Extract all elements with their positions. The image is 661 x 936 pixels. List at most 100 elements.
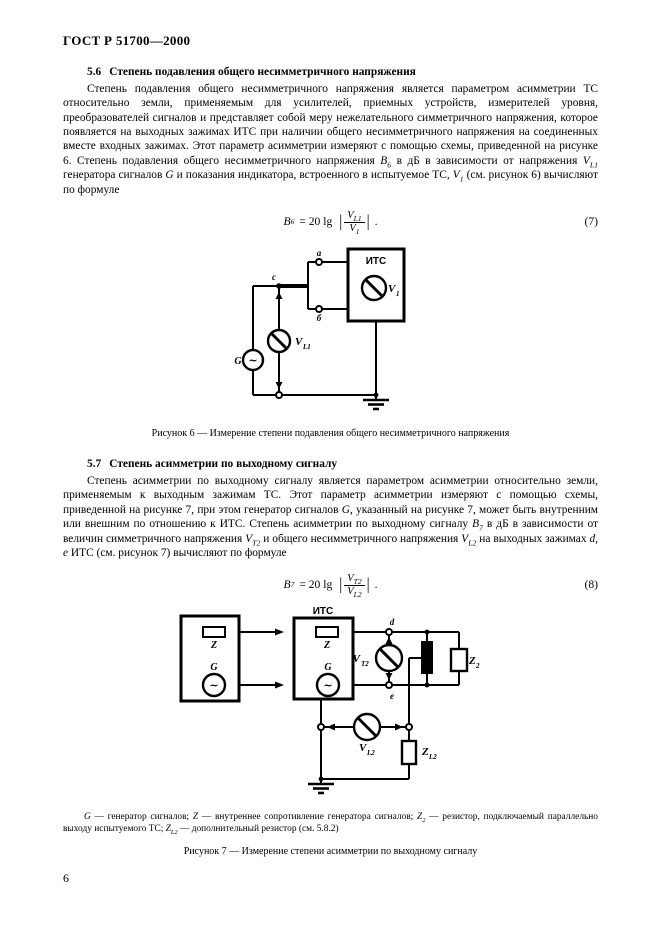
v1-label: V — [388, 283, 397, 295]
terminal-e-label: e — [390, 691, 394, 701]
formula-7-rbar: | — [366, 212, 370, 232]
formula-8-den-var: V — [347, 585, 354, 597]
arrow-up-icon — [275, 292, 282, 300]
voltmeter-v1-needle — [364, 279, 383, 298]
z-ext-resistor — [201, 626, 226, 639]
vt2-label: V — [352, 653, 361, 665]
generator-tilde: ~ — [248, 354, 257, 367]
z-int-resistor — [314, 626, 339, 639]
figure-7-caption: Рисунок 7 — Измерение степени асимметрии… — [183, 845, 478, 857]
figure-6-diagram: ~ ИТС V 1 V L1 G с а б — [234, 247, 405, 411]
formula-8-numerator: VT2 — [344, 573, 365, 587]
figure-6: ~ ИТС V 1 V L1 G с а б — [63, 243, 598, 419]
terminal-a-label: а — [316, 248, 321, 258]
page-number: 6 — [63, 870, 69, 885]
figure-7-diagram: ~ ~ — [179, 606, 480, 795]
g-ext-label: G — [210, 662, 218, 673]
figure-6-caption: Рисунок 6 — Измерение степени подавления… — [151, 428, 510, 440]
terminal-c-label: с — [272, 272, 276, 282]
terminal-bottom — [274, 391, 283, 400]
section-5-6-paragraph: Степень подавления общего несимметричног… — [63, 82, 598, 196]
junction-dot — [424, 682, 429, 688]
vl2-label-sub: L2 — [366, 749, 375, 757]
formula-7-tag: (7) — [584, 214, 598, 228]
terminal-d — [384, 628, 393, 637]
junction-c-dot — [275, 283, 282, 289]
arrow-down-icon — [385, 673, 392, 681]
formula-7-period: . — [374, 214, 378, 228]
formula-7-lbar: | — [339, 212, 343, 232]
voltmeter-vl1-needle — [270, 333, 287, 350]
balanced-resistor — [420, 641, 433, 675]
its-label: ИТС — [365, 256, 386, 267]
terminal-b-label: б — [316, 313, 321, 323]
gost-header: ГОСТ Р 51700—2000 — [63, 33, 191, 48]
arrow-up-icon — [385, 637, 392, 645]
voltmeter-vl2-needle — [356, 717, 377, 738]
section-5-7-number: 5.7 — [87, 458, 102, 471]
terminals — [316, 628, 429, 782]
g-int-label: G — [324, 662, 332, 673]
section-5-7-title: Степень асимметрии по выходному сигналу — [109, 458, 338, 471]
ground-junction-dot — [373, 392, 378, 398]
terminal-vl2-left — [316, 723, 325, 732]
section-5-7-paragraph: Степень асимметрии по выходному сигналу … — [63, 474, 599, 559]
ground-icon — [307, 779, 334, 795]
formula-7-num-sub: L1 — [353, 214, 362, 224]
generator-int-symbol — [315, 673, 340, 698]
formula-8-num-sub: T2 — [353, 577, 362, 587]
formula-7-denominator: V1 — [346, 223, 362, 235]
figure-7: ~ ~ — [63, 606, 598, 806]
ground-icon — [362, 395, 389, 411]
generator-ext-symbol — [201, 673, 226, 698]
formula-7-fraction: VL1 V1 — [344, 210, 365, 235]
zl2-label: Z — [421, 746, 429, 758]
terminal-e — [384, 681, 393, 690]
terminal-vl2-right — [404, 723, 413, 732]
generator-label: G — [234, 356, 242, 367]
formula-8-den-sub: L2 — [353, 589, 362, 599]
formula-8-lhs: B — [283, 578, 291, 592]
junction-dot — [424, 629, 429, 635]
z2-resistor — [449, 648, 468, 673]
generator-symbol — [241, 348, 264, 372]
figure-7-legend: G — генератор сигналов; Z — внутреннее с… — [63, 811, 598, 836]
v1-label-sub: 1 — [396, 290, 400, 298]
arrow-right-icon — [274, 628, 284, 636]
formula-8-lbar: | — [339, 575, 343, 595]
figure-6-wires — [251, 261, 377, 397]
formula-8-tag: (8) — [584, 578, 598, 592]
formula-7-den-sub: 1 — [355, 226, 360, 236]
terminals — [274, 258, 378, 400]
formula-8-rbar: | — [366, 575, 370, 595]
terminal-d-label: d — [389, 617, 394, 627]
generator-int-tilde: ~ — [323, 679, 332, 692]
vl2-label: V — [359, 742, 368, 754]
vl1-label-sub: L1 — [302, 343, 311, 351]
arrow-right-icon — [394, 723, 403, 731]
formula-7-num-var: V — [347, 210, 354, 222]
zl2-resistor — [400, 740, 417, 766]
z2-label-sub: 2 — [475, 662, 480, 670]
vl1-label: V — [295, 336, 304, 348]
formula-8-num-var: V — [347, 573, 354, 585]
formula-8-period: . — [374, 578, 378, 592]
formula-7-den-var: V — [349, 222, 356, 234]
vt2-label-sub: T2 — [361, 660, 369, 668]
formula-8-denominator: VL2 — [344, 586, 364, 598]
formula-7-lhs: B — [283, 214, 291, 228]
arrow-right-icon — [274, 681, 284, 689]
arrow-down-icon — [275, 382, 282, 390]
formula-8-fraction: VT2 VL2 — [344, 573, 365, 598]
z2-label: Z — [468, 655, 476, 667]
section-5-6-number: 5.6 — [87, 66, 102, 79]
generator-ext-tilde: ~ — [209, 679, 218, 692]
z-ext-label: Z — [209, 640, 216, 651]
its-label: ИТС — [312, 606, 333, 617]
voltmeter-vt2-needle — [378, 648, 399, 669]
z-int-label: Z — [322, 640, 329, 651]
arrow-left-icon — [326, 723, 335, 731]
